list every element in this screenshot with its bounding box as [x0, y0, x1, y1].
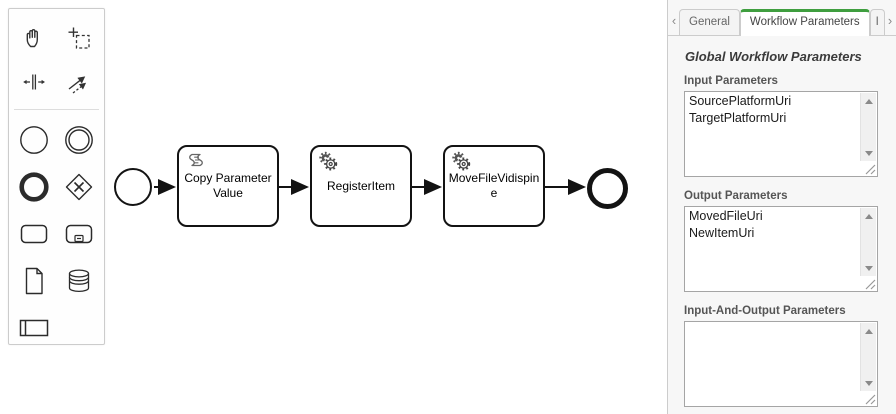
tab-general[interactable]: General	[679, 9, 740, 35]
tab-scroll-left-icon[interactable]: ‹	[671, 13, 677, 28]
end-event-icon	[19, 171, 49, 202]
scrollbar[interactable]	[860, 208, 876, 276]
create-intermediate-event[interactable]	[59, 120, 99, 160]
scroll-up-icon[interactable]	[861, 324, 876, 338]
intermediate-event-icon	[65, 125, 93, 154]
task-label: Copy Parameter Value	[184, 171, 272, 200]
properties-panel: ‹ General Workflow Parameters I › Global…	[667, 0, 896, 414]
resize-grip-icon[interactable]	[863, 277, 876, 290]
start-event[interactable]	[114, 168, 152, 206]
lasso-tool[interactable]	[59, 18, 99, 58]
space-tool-icon	[23, 74, 45, 90]
global-connect-tool[interactable]	[59, 62, 99, 102]
create-gateway[interactable]	[59, 167, 99, 207]
scroll-down-icon[interactable]	[861, 146, 876, 160]
task-copy-parameter-value[interactable]: Copy Parameter Value	[177, 145, 279, 227]
input-and-output-parameters-box[interactable]	[684, 321, 878, 407]
task-label: MoveFileVidispine	[448, 171, 540, 200]
scrollbar[interactable]	[860, 323, 876, 391]
tab-clipped[interactable]: I	[869, 9, 885, 35]
lasso-icon	[68, 27, 90, 49]
input-and-output-parameters-value[interactable]	[689, 323, 857, 404]
service-task-gear-icon	[319, 151, 338, 171]
subprocess-collapsed-icon	[65, 224, 93, 243]
properties-tabbar: ‹ General Workflow Parameters I ›	[668, 0, 896, 36]
input-parameters-box[interactable]: SourcePlatformUri TargetPlatformUri	[684, 91, 878, 177]
resize-grip-icon[interactable]	[863, 162, 876, 175]
input-parameters-label: Input Parameters	[684, 75, 778, 87]
output-parameters-label: Output Parameters	[684, 190, 788, 202]
task-movefilevidispine[interactable]: MoveFileVidispine	[443, 145, 545, 227]
hand-icon	[26, 29, 38, 48]
scroll-down-icon[interactable]	[861, 376, 876, 390]
end-event[interactable]	[587, 168, 628, 209]
output-parameters-value[interactable]: MovedFileUri NewItemUri	[689, 209, 763, 240]
create-end-event[interactable]	[14, 167, 54, 207]
input-parameters-value[interactable]: SourcePlatformUri TargetPlatformUri	[689, 94, 792, 125]
palette-separator	[14, 109, 99, 110]
output-parameters-box[interactable]: MovedFileUri NewItemUri	[684, 206, 878, 292]
create-data-store[interactable]	[59, 261, 99, 301]
scrollbar[interactable]	[860, 93, 876, 161]
tab-scroll-right-icon[interactable]: ›	[887, 13, 893, 28]
gateway-xor-icon	[65, 173, 93, 200]
data-store-icon	[68, 268, 90, 292]
panel-heading: Global Workflow Parameters	[685, 49, 862, 64]
data-object-icon	[25, 267, 43, 294]
input-and-output-parameters-label: Input-And-Output Parameters	[684, 305, 846, 317]
scroll-down-icon[interactable]	[861, 261, 876, 275]
tool-palette	[8, 8, 105, 345]
participant-pool-icon	[19, 319, 49, 336]
service-task-gear-icon	[452, 151, 471, 171]
hand-tool[interactable]	[14, 18, 54, 58]
space-tool[interactable]	[14, 62, 54, 102]
create-task[interactable]	[14, 214, 54, 254]
sequence-flows	[154, 179, 586, 195]
task-icon	[20, 224, 48, 243]
create-subprocess[interactable]	[59, 214, 99, 254]
create-participant[interactable]	[14, 308, 54, 348]
script-task-icon	[189, 153, 203, 167]
diagram-canvas[interactable]: Copy Parameter Value RegisterItem	[0, 0, 667, 414]
resize-grip-icon[interactable]	[863, 392, 876, 405]
palette-spacer	[59, 308, 99, 348]
create-data-object[interactable]	[14, 261, 54, 301]
start-event-icon	[20, 125, 48, 154]
task-registeritem[interactable]: RegisterItem	[310, 145, 412, 227]
scroll-up-icon[interactable]	[861, 94, 876, 108]
task-label: RegisterItem	[326, 178, 396, 193]
create-start-event[interactable]	[14, 120, 54, 160]
scroll-up-icon[interactable]	[861, 209, 876, 223]
connect-arrows-icon	[68, 76, 87, 94]
tab-workflow-parameters[interactable]: Workflow Parameters	[739, 9, 870, 36]
